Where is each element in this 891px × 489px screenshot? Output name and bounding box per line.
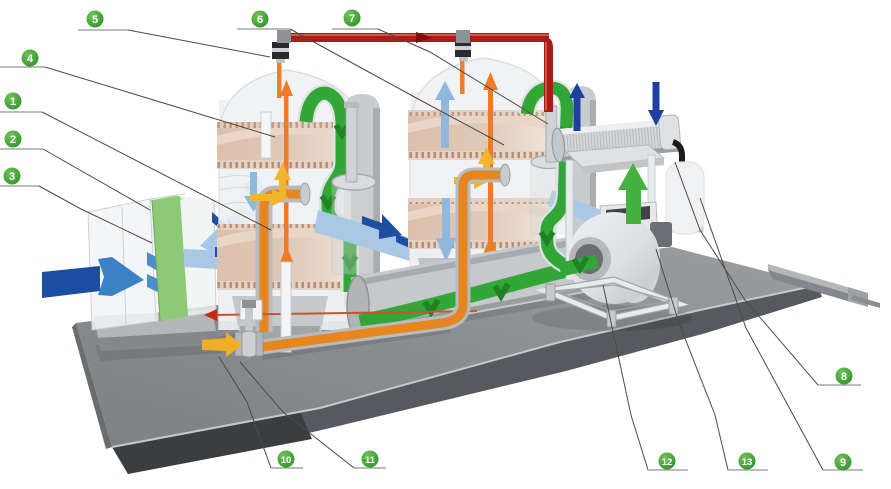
- svg-text:13: 13: [742, 457, 753, 468]
- svg-text:10: 10: [281, 455, 292, 466]
- svg-text:5: 5: [92, 14, 98, 26]
- svg-text:9: 9: [840, 457, 846, 469]
- svg-text:8: 8: [841, 371, 847, 383]
- svg-text:11: 11: [365, 455, 376, 466]
- svg-text:6: 6: [257, 14, 263, 26]
- svg-text:7: 7: [349, 13, 355, 25]
- svg-text:12: 12: [662, 457, 673, 468]
- svg-text:4: 4: [27, 53, 34, 65]
- svg-text:3: 3: [9, 171, 15, 183]
- svg-text:1: 1: [10, 96, 16, 108]
- svg-text:2: 2: [10, 134, 16, 146]
